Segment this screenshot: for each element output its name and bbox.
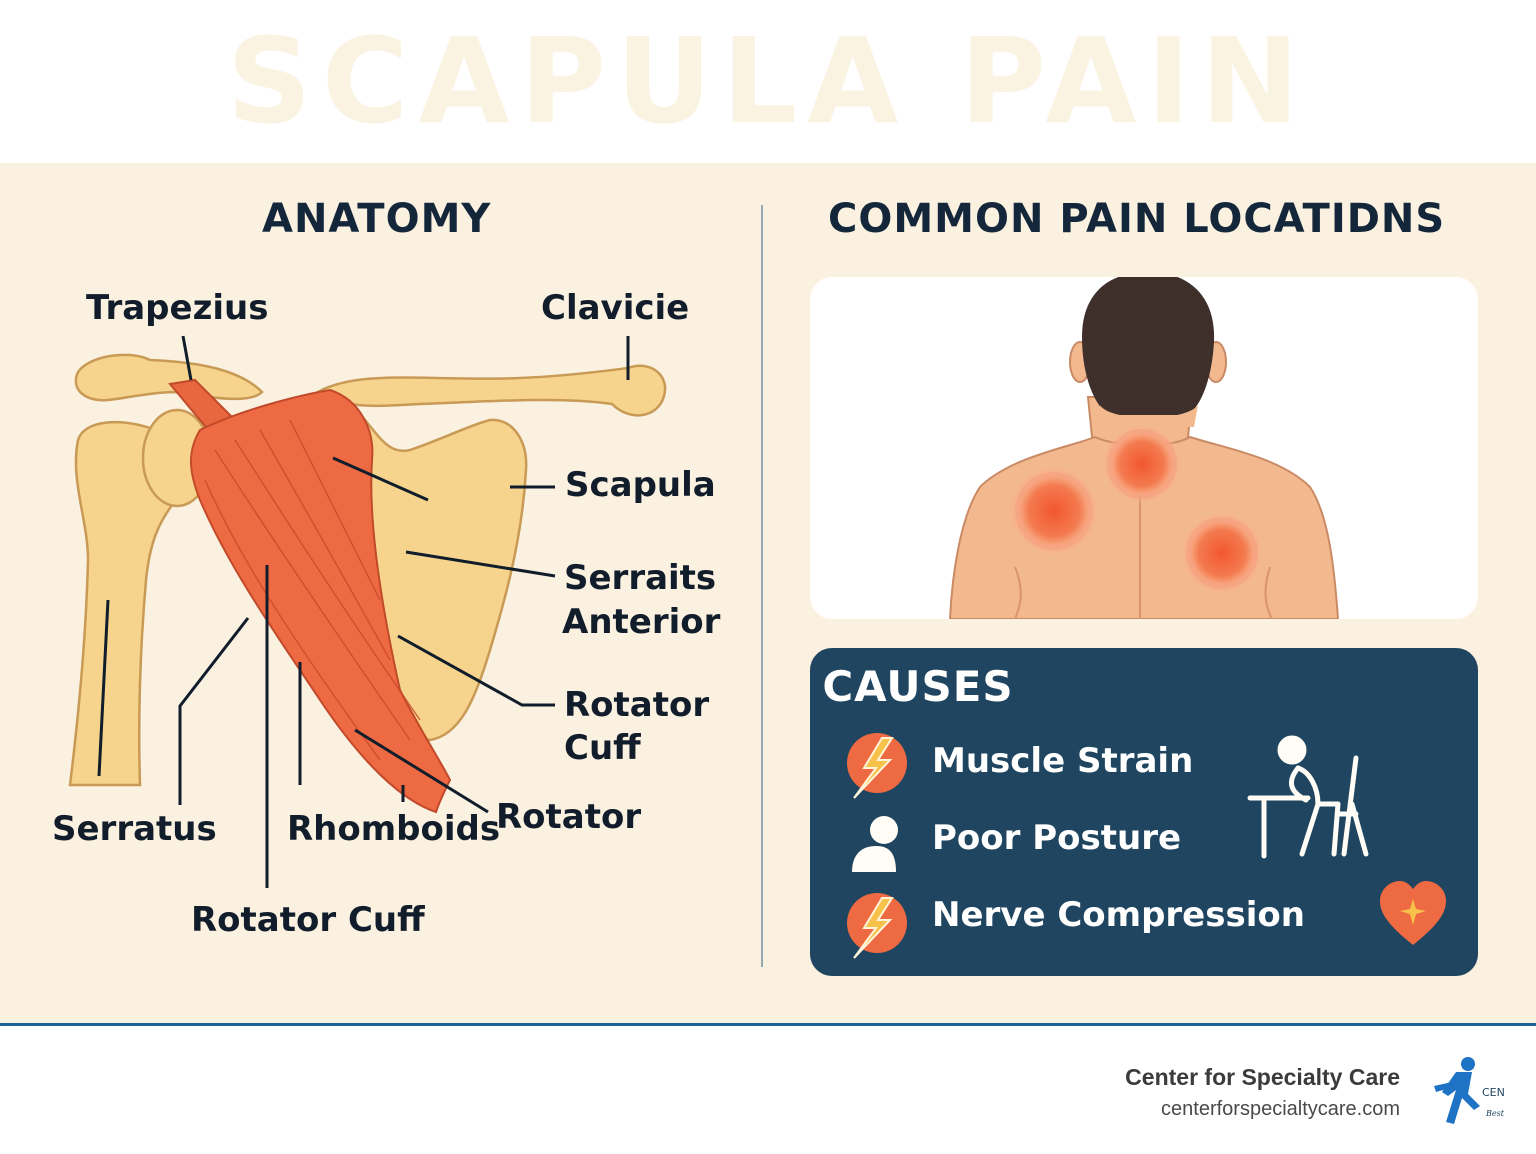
label-serratus-anterior-1: Serraits (564, 558, 717, 598)
label-scapula: Scapula (565, 465, 716, 505)
logo-text-bottom: Best (1485, 1109, 1505, 1118)
label-rhomboids: Rhomboids (287, 809, 501, 849)
pain-spot-left-shoulder (1008, 465, 1100, 557)
label-serratus-anterior-2: Anterior (562, 602, 721, 642)
section-divider (761, 205, 763, 967)
causes-card (810, 648, 1478, 976)
label-trapezius: Trapezius (86, 288, 269, 328)
footer-logo-runner-icon: CEN Best (1434, 1057, 1505, 1124)
clavicle-bone (315, 364, 667, 417)
label-rotator-cuff-bottom: Rotator Cuff (191, 900, 425, 940)
back-pain-illustration (948, 277, 1340, 619)
lightning-icon (847, 893, 907, 959)
shoulder-anatomy-illustration (68, 335, 667, 888)
footer-website-link[interactable]: centerforspecialtycare.com (1161, 1098, 1400, 1120)
cause-poor-posture: Poor Posture (932, 818, 1182, 858)
lightning-icon (847, 733, 907, 799)
label-clavicle: Clavicie (541, 288, 690, 328)
page-title: SCAPULA PAIN (226, 12, 1310, 150)
pain-locations-heading: COMMON PAIN LOCATIDNS (828, 196, 1446, 242)
footer-divider (0, 1023, 1536, 1026)
pain-spot-right-scapula (1180, 511, 1264, 595)
cause-nerve-compression: Nerve Compression (932, 895, 1305, 935)
anatomy-heading: ANATOMY (262, 196, 492, 242)
heart-icon (1380, 881, 1446, 945)
label-serratus: Serratus (52, 809, 217, 849)
pain-spot-upper-spine (1102, 424, 1182, 504)
label-rotator: Rotator (496, 797, 642, 837)
person-icon (852, 816, 898, 872)
desk-posture-icon (1247, 735, 1369, 859)
cause-muscle-strain: Muscle Strain (932, 741, 1194, 781)
back-illustration-card (810, 277, 1478, 619)
head (1082, 277, 1215, 415)
label-rotator-cuff-right-1: Rotator (564, 685, 710, 725)
label-rotator-cuff-right-2: Cuff (564, 728, 641, 768)
footer-organization-name: Center for Specialty Care (1125, 1064, 1400, 1090)
rotator-cuff-muscle (190, 388, 452, 814)
causes-heading: CAUSES (822, 662, 1014, 711)
logo-text-top: CEN (1482, 1086, 1505, 1099)
acromion-bone (74, 353, 264, 402)
